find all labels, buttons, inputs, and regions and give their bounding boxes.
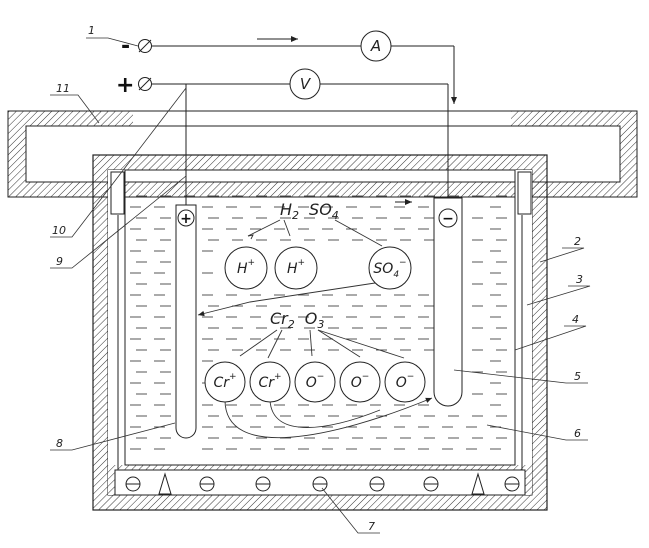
callout-5: 5	[574, 370, 581, 383]
positive-terminal: +	[116, 73, 152, 98]
ion-circle: H+	[274, 246, 318, 290]
callout-11: 11	[56, 82, 70, 95]
callout-8: 8	[56, 437, 63, 450]
ion-circle: Cr+	[204, 361, 246, 403]
callout-10: 10	[52, 224, 66, 237]
ion-circle: H+	[224, 246, 268, 290]
ion-circle: O−	[294, 361, 336, 403]
callout-2: 2	[574, 235, 581, 248]
wiring	[152, 36, 457, 205]
svg-text:A: A	[370, 37, 381, 55]
support-triangle	[471, 472, 485, 495]
callout-7: 7	[368, 520, 375, 533]
svg-text:O−: O−	[351, 372, 370, 391]
callout-3: 3	[576, 273, 583, 286]
anode: +	[175, 204, 197, 439]
svg-text:Cr+: Cr+	[258, 372, 281, 391]
ion-circle: Cr+	[249, 361, 291, 403]
ion-circle: SO4−	[368, 246, 412, 290]
negative-terminal: -	[121, 34, 152, 59]
negative-sign: -	[121, 34, 130, 59]
cathode-sign: −	[442, 211, 454, 227]
callouts: 1 2 3 4 5 6 7 8 9 10 11	[52, 24, 583, 533]
heater-tubes	[125, 472, 520, 495]
svg-text:O−: O−	[396, 372, 415, 391]
anode-sign: +	[180, 211, 192, 227]
svg-text:SO4−: SO4−	[373, 258, 406, 280]
svg-text:H+: H+	[237, 258, 255, 277]
callout-4: 4	[572, 313, 579, 326]
electrolyte	[130, 195, 507, 450]
svg-text:V: V	[300, 75, 312, 93]
callout-9: 9	[56, 255, 63, 268]
callout-6: 6	[574, 427, 581, 440]
voltmeter: V	[289, 68, 321, 100]
ammeter: A	[360, 30, 392, 62]
ions: H+ H+ SO4− Cr+ Cr+ O− O− O−	[204, 246, 426, 403]
support-triangle	[158, 472, 172, 495]
ion-circle: O−	[339, 361, 381, 403]
positive-sign: +	[116, 73, 134, 98]
leader-lines	[50, 37, 591, 534]
callout-1: 1	[88, 24, 95, 37]
cover-frame	[7, 110, 638, 198]
svg-text:Cr+: Cr+	[213, 372, 236, 391]
svg-text:H+: H+	[287, 258, 305, 277]
reaction-lines	[197, 219, 433, 439]
ion-circle: O−	[384, 361, 426, 403]
svg-text:O−: O−	[306, 372, 325, 391]
cathode: −	[433, 197, 463, 407]
